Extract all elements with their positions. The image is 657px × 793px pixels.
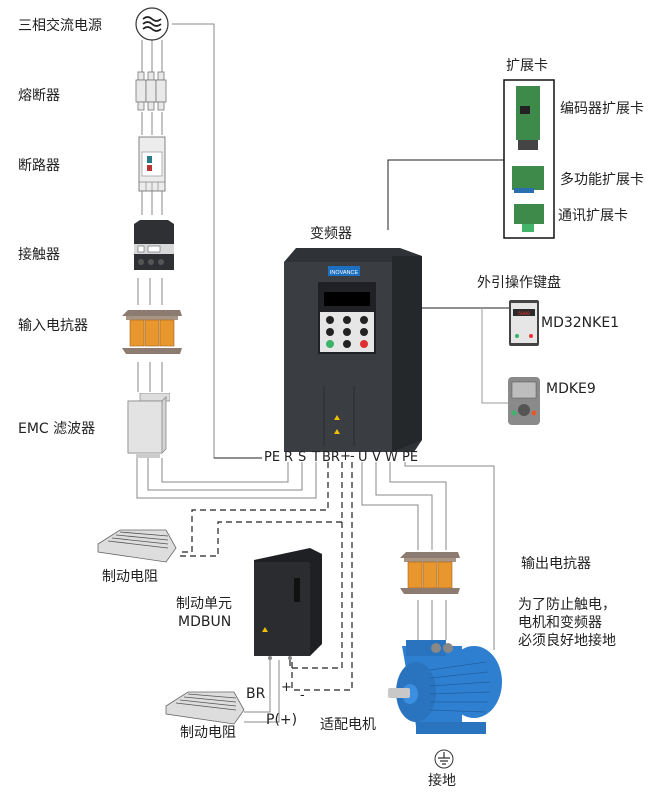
mdke9-keypad-icon: [508, 377, 540, 425]
encoder-card-label: 编码器扩展卡: [560, 101, 644, 117]
expansion-card-group-label: 扩展卡: [506, 58, 548, 74]
terminal-r: R: [284, 450, 294, 465]
braking-resistor-icon-2: [165, 691, 245, 725]
terminal-t: T: [312, 450, 320, 465]
mdke9-label: MDKE9: [546, 381, 596, 397]
output-reactor-icon: [400, 552, 460, 594]
grounding-note-line-3: 必须良好地接地: [518, 633, 616, 649]
power-source-label: 三相交流电源: [18, 18, 102, 34]
grounding-note-line-2: 电机和变频器: [518, 615, 602, 631]
terminal-u: U: [358, 450, 368, 465]
br-terminal-label: BR: [246, 686, 266, 702]
expansion-card-frame: [503, 79, 555, 239]
circuit-breaker-icon: [138, 136, 166, 192]
p-plus-terminal-label: P(+): [266, 712, 298, 728]
md32nke1-keypad-icon: 5000: [509, 300, 539, 346]
input-reactor-icon: [122, 310, 182, 354]
terminal-pe-in: PE: [264, 450, 281, 465]
motor-label: 适配电机: [320, 717, 376, 733]
ground-symbol-icon: [434, 749, 454, 769]
terminal-plus: +: [340, 449, 351, 464]
braking-unit-minus: -: [300, 688, 305, 703]
braking-resistor-icon-1: [97, 529, 177, 563]
pe-ground-line: [172, 23, 262, 459]
keypad-link-line-2: [481, 308, 510, 404]
fuse-label: 熔断器: [18, 88, 60, 104]
terminal-v: V: [372, 450, 381, 465]
braking-unit-resistor-lines: [244, 660, 280, 723]
braking-unit-icon: [254, 548, 322, 660]
external-keypad-group-label: 外引操作键盘: [477, 275, 561, 291]
terminal-minus: -: [350, 449, 355, 464]
expansion-link-line: [387, 159, 504, 230]
svg-text:5000: 5000: [518, 311, 530, 317]
braking-unit-label: 制动单元: [176, 596, 232, 612]
md32nke1-label: MD32NKE1: [541, 315, 620, 331]
breaker-label: 断路器: [18, 158, 60, 174]
terminal-w: W: [385, 450, 398, 465]
input-reactor-label: 输入电抗器: [18, 318, 88, 334]
brand-text: INOVANCE: [330, 270, 359, 276]
inovance-logo: [328, 266, 360, 276]
drive-title: 变频器: [310, 226, 352, 242]
motor-icon: [388, 640, 502, 734]
input-three-phase-lines: [136, 40, 317, 499]
braking-unit-model: MDBUN: [178, 614, 232, 630]
vfd-drive: INOVANCE: [284, 248, 422, 452]
fuse-icon: [135, 71, 167, 111]
grounding-note-line-1: 为了防止触电，: [518, 597, 616, 613]
ac-source-icon: [135, 7, 169, 41]
output-lines: [361, 462, 495, 650]
braking-dashed-lines: [178, 462, 353, 691]
emc-filter-label: EMC 滤波器: [18, 421, 96, 437]
contactor-label: 接触器: [18, 247, 60, 263]
comm-card-label: 通讯扩展卡: [558, 208, 628, 224]
terminal-br: BR: [322, 450, 340, 465]
braking-resistor-label-2: 制动电阻: [180, 725, 236, 741]
multifunction-card-icon: [512, 166, 544, 193]
braking-resistor-label-1: 制动电阻: [102, 569, 158, 585]
output-reactor-label: 输出电抗器: [521, 556, 591, 572]
comm-card-icon: [514, 204, 544, 232]
contactor-icon: [134, 220, 174, 270]
ground-label: 接地: [428, 773, 456, 789]
drive-keypad-buttons: [326, 316, 368, 348]
braking-unit-plus: +: [281, 680, 292, 695]
terminal-s: S: [298, 450, 307, 465]
emc-filter-icon: [127, 393, 170, 458]
encoder-card-icon: [516, 86, 540, 150]
multifunction-card-label: 多功能扩展卡: [560, 172, 644, 188]
terminal-pe-out: PE: [402, 450, 419, 465]
